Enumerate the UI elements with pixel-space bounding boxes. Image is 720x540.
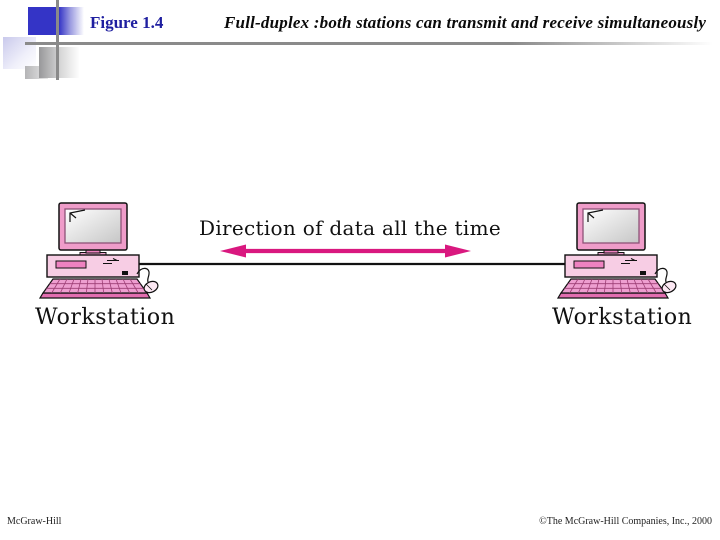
slide-title: Full-duplex :both stations can transmit … [224,13,707,32]
ornament-horizontal-line [25,42,720,45]
workstation-icon-right [557,202,679,299]
footer-copyright: ©The McGraw-Hill Companies, Inc., 2000 [539,516,712,527]
workstation-label-left: Workstation [35,305,176,330]
footer-publisher: McGraw-Hill [7,516,62,527]
workstation-icon-left [39,202,161,299]
direction-label: Direction of data all the time [198,216,501,240]
ornament-gray-square-large [39,47,79,78]
ornament-vertical-line [56,0,59,80]
workstation-label-right: Workstation [552,305,693,330]
figure-label: Figure 1.4 [90,13,164,32]
double-headed-arrow-icon [220,244,471,258]
diagram-canvas [39,202,679,299]
ornament-blue-fade [59,7,84,35]
ornament-blue-square [28,7,58,35]
